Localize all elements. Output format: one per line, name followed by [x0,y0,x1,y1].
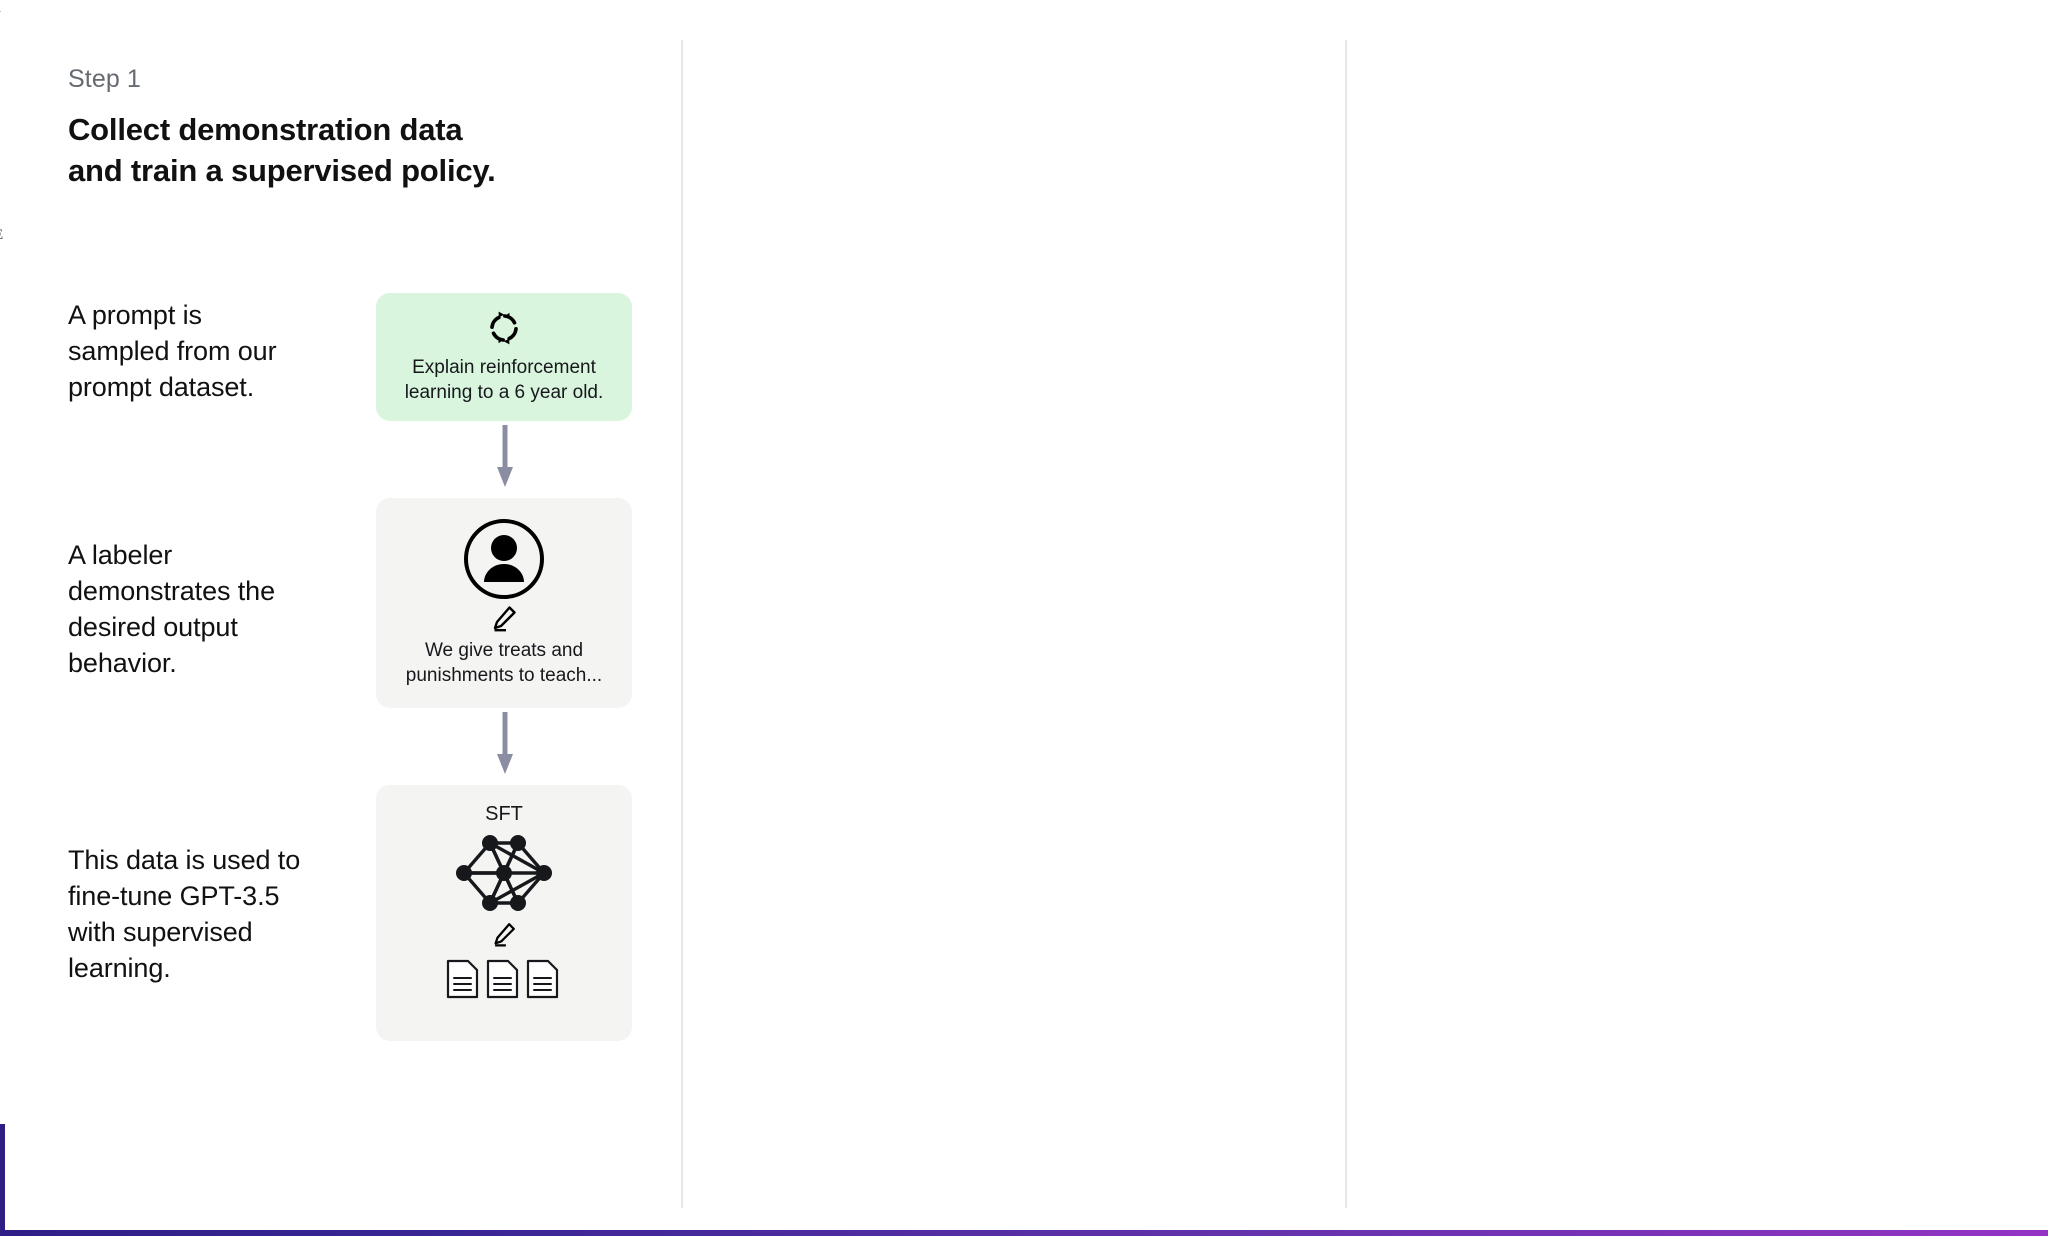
step-1-label: Step 1 [68,65,141,93]
edge-fragment: E [0,228,6,243]
left-accent-rule [0,1124,5,1236]
step-1-blurb-1: A prompt is sampled from our prompt data… [68,300,277,402]
arrow-labeler-to-sft [494,712,516,776]
bottom-accent-rule [0,1230,2048,1236]
pencil-icon [489,603,519,633]
arrow-prompt-to-labeler [494,425,516,489]
recycle-arrows-icon [484,308,524,348]
column-divider [1345,40,1347,1208]
step-1-title: Collect demonstration data and train a s… [68,112,496,188]
step-1-prompt-text: Explain reinforcement learning to a 6 ye… [404,357,604,403]
neural-network-icon [450,830,558,916]
step-1-labeler-text: We give treats and punishments to teach.… [405,640,603,686]
step-1-sft-card[interactable]: SFT [376,785,632,1041]
documents-icon [445,958,563,1000]
step-1-sft-title: SFT [485,803,523,825]
step-1-prompt-card[interactable]: Explain reinforcement learning to a 6 ye… [376,293,632,421]
step-1-column: Step 1 Collect demonstration data and tr… [0,0,682,1236]
step-1-labeler-card[interactable]: We give treats and punishments to teach.… [376,498,632,708]
step-1-blurb-2: A labeler demonstrates the desired outpu… [68,540,276,678]
pencil-icon [490,920,518,948]
person-circle-icon [462,517,546,601]
column-divider [681,40,683,1208]
step-1-blurb-3: This data is used to fine-tune GPT-3.5 w… [68,845,301,983]
edge-fragment: J [0,8,6,26]
